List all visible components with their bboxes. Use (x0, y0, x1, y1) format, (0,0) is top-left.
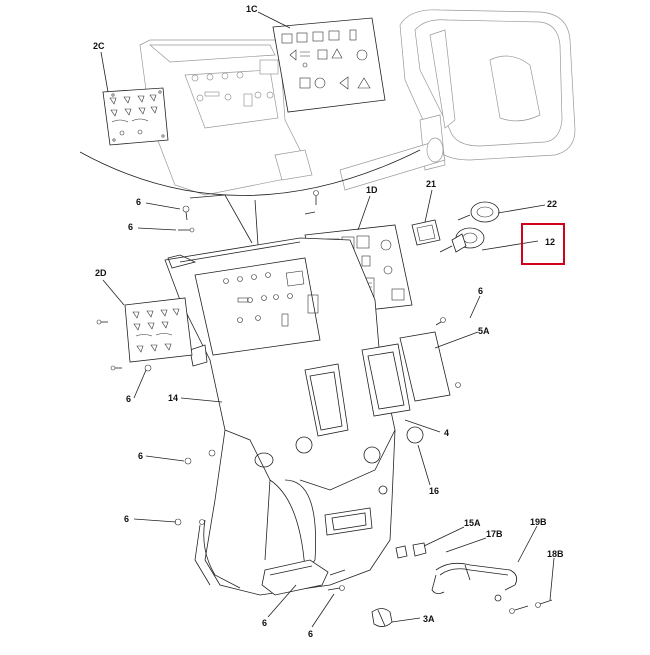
screws-18b (509, 599, 553, 614)
detail-leader-line (189, 194, 253, 244)
leader-lines (100, 11, 555, 628)
callout-6-d: 6 (126, 394, 131, 404)
callout-16: 16 (429, 486, 439, 496)
detail-circle-arc (79, 149, 421, 196)
callout-17b: 17B (486, 529, 503, 539)
bezel-frame-4 (361, 343, 411, 417)
callout-6-b: 6 (128, 222, 133, 232)
bracket-lower (261, 559, 346, 596)
callout-6-g: 6 (262, 618, 267, 628)
background-dashboard-ghost (139, 39, 313, 196)
callout-6-h: 6 (308, 629, 313, 639)
part-22-key-switch (439, 201, 500, 253)
cable-19b (431, 562, 518, 602)
screws-6 (96, 190, 446, 591)
grommet-15a (395, 542, 427, 559)
switch-panel-2d (124, 297, 193, 363)
callout-22: 22 (547, 199, 557, 209)
decal-panel-1c (272, 17, 386, 113)
part-21-connector (411, 219, 441, 246)
callout-1d: 1D (366, 185, 378, 195)
knob-3a (371, 608, 393, 627)
callout-2d: 2D (95, 268, 107, 278)
callout-14: 14 (168, 393, 178, 403)
callout-labels: 1C 2C 1D 21 22 12 6 6 2D 6 5A 6 14 4 6 1… (93, 4, 564, 639)
switch-panel-2c (102, 87, 169, 146)
callout-6-f: 6 (124, 514, 129, 524)
highlight-box-12 (521, 223, 565, 265)
callout-2c: 2C (93, 41, 105, 51)
callout-6-a: 6 (136, 197, 141, 207)
callout-6-c: 6 (478, 286, 483, 296)
callout-3a: 3A (423, 614, 435, 624)
callout-15a: 15A (464, 518, 481, 528)
background-seat (339, 9, 576, 191)
ring-16 (406, 426, 424, 444)
callout-1c: 1C (246, 4, 258, 14)
callout-5a: 5A (478, 326, 490, 336)
callout-19b: 19B (530, 517, 547, 527)
cover-plate-5a (399, 331, 461, 402)
main-housing-14 (164, 237, 396, 596)
callout-21: 21 (426, 179, 436, 189)
callout-12: 12 (545, 237, 555, 247)
callout-4: 4 (444, 428, 449, 438)
callout-6-e: 6 (138, 451, 143, 461)
callout-18b: 18B (547, 549, 564, 559)
detail-leader-line (254, 199, 259, 246)
